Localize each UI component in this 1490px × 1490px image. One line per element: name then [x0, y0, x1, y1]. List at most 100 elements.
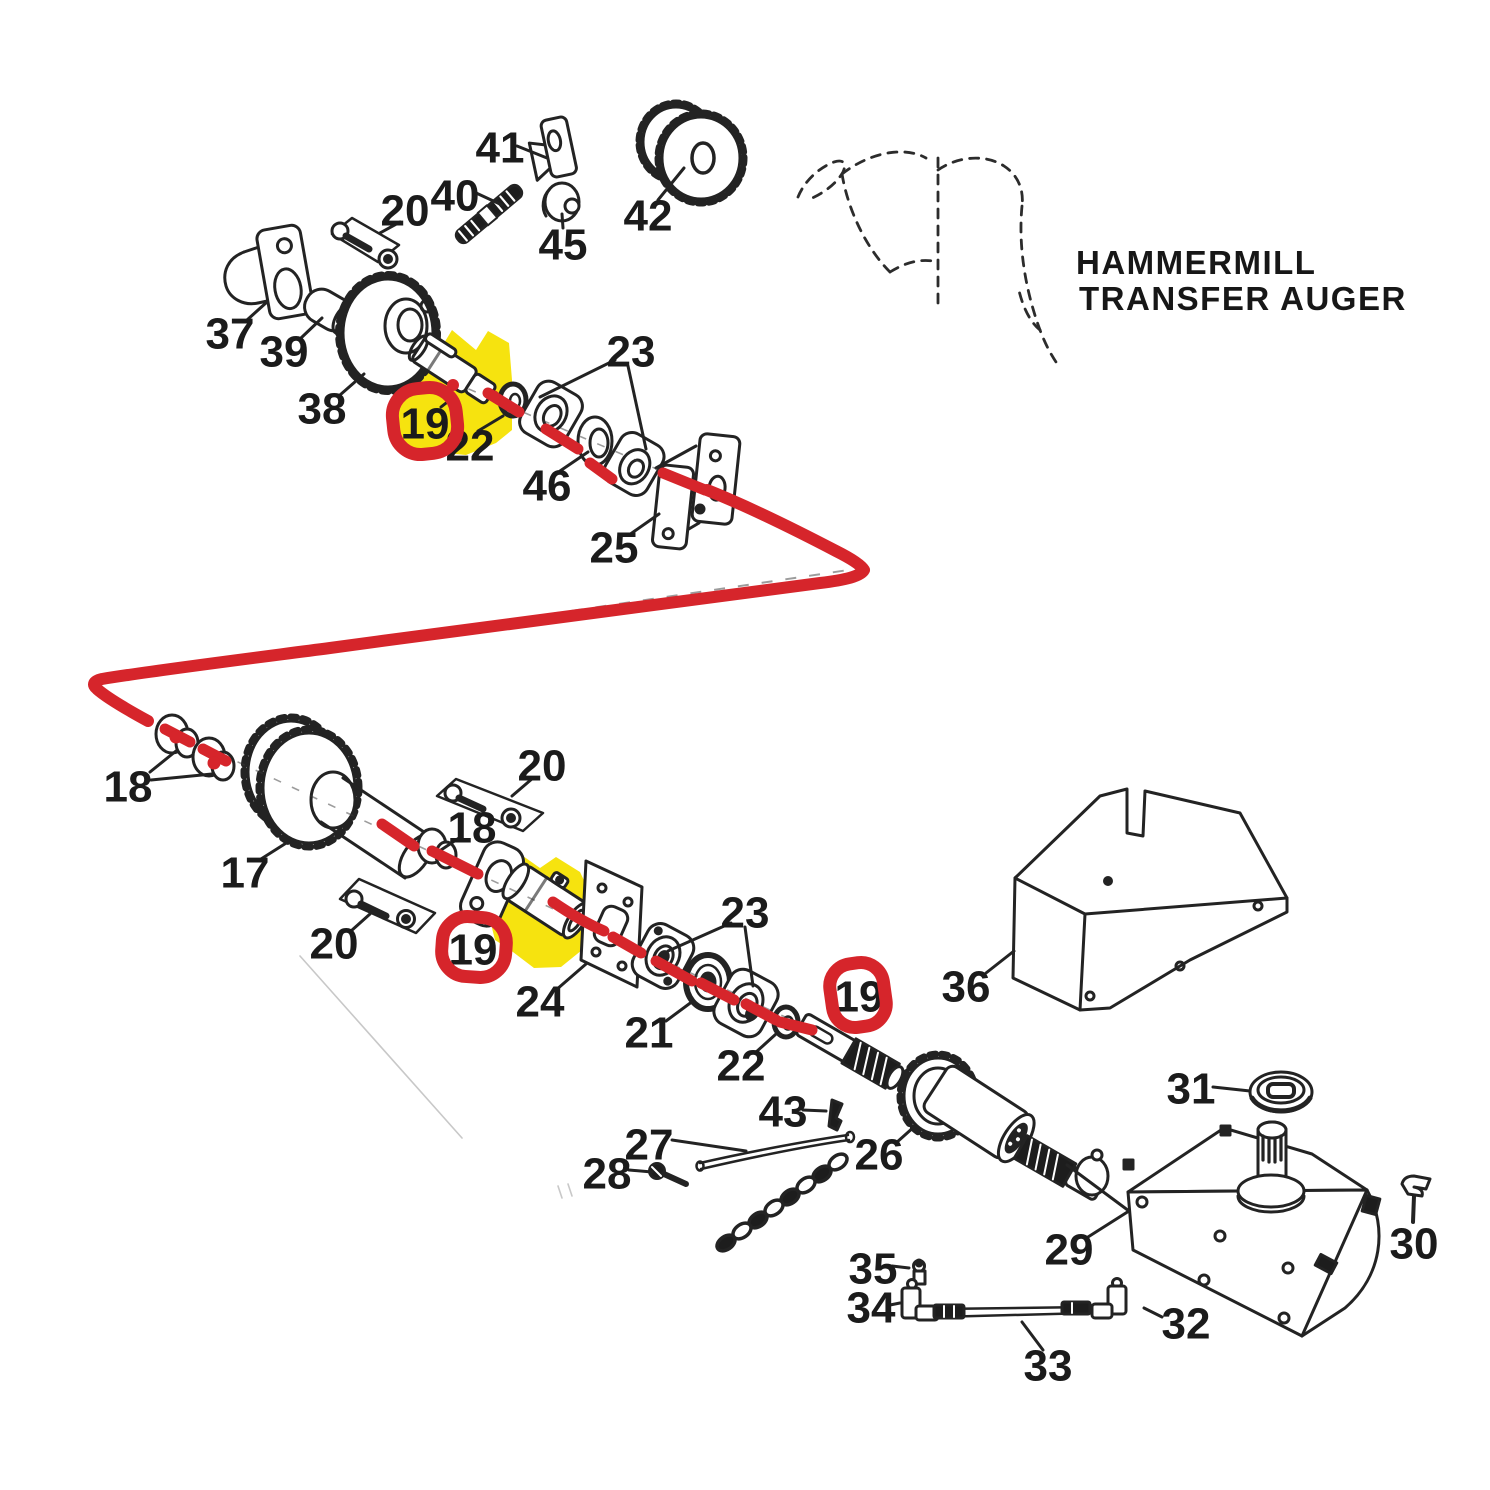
part-label-18: 18	[104, 763, 153, 812]
leader-line-39	[299, 316, 324, 340]
leader-line-38	[338, 372, 366, 397]
part-label-31: 31	[1167, 1065, 1216, 1114]
part-label-36: 36	[942, 963, 991, 1012]
part-33-oil-line	[932, 1300, 1092, 1320]
part-38-sprocket	[335, 271, 441, 395]
part-41-latch	[527, 115, 578, 182]
diagram-title-line1: HAMMERMILL	[1076, 244, 1316, 281]
red-axis-segment-11	[695, 977, 740, 1006]
diagram-title-line2: TRANSFER AUGER	[1079, 280, 1407, 317]
part-29-gearbox	[1074, 1120, 1382, 1338]
part-label-29: 29	[1045, 1226, 1094, 1275]
red-axis-segment-13	[774, 1016, 818, 1036]
red-circle-annotation-3	[823, 955, 893, 1035]
leader-line-23	[626, 364, 648, 451]
red-axis-segment-2	[540, 423, 584, 455]
red-dot-4	[207, 756, 221, 770]
red-dot-1	[447, 379, 459, 391]
part-label-30: 30	[1390, 1220, 1439, 1269]
red-axis-segment-6	[197, 743, 232, 767]
leader-line-18	[148, 749, 178, 774]
part-label-27: 27	[625, 1121, 674, 1170]
leader-line-36	[984, 949, 1016, 975]
part-label-20: 20	[381, 187, 430, 236]
leader-line-34	[888, 1301, 902, 1307]
part-32-elbow	[1090, 1277, 1128, 1320]
part-label-19-circled: 19	[401, 400, 450, 449]
part-46-bearing-ring	[576, 415, 614, 467]
leader-line-23	[538, 358, 617, 399]
red-marker-path-2	[547, 896, 610, 937]
part-label-25: 25	[590, 524, 639, 573]
part-label-35: 35	[849, 1245, 898, 1294]
part-label-40: 40	[431, 172, 480, 221]
red-circle-annotation-1	[385, 380, 465, 462]
part-37-bearing-plate	[223, 223, 315, 321]
leader-line-35	[890, 1264, 911, 1270]
leader-line-20	[510, 776, 535, 798]
leader-line-33	[1020, 1320, 1045, 1352]
leader-line-23	[666, 921, 733, 953]
leader-line-24	[554, 962, 588, 992]
part-label-18: 18	[448, 804, 497, 853]
red-axis-segment-8	[426, 845, 484, 880]
part-23-flange-bearing-b	[602, 431, 666, 497]
red-axis-segment-9	[607, 931, 647, 959]
red-axis-segment-7	[376, 818, 420, 852]
leader-line-20	[349, 912, 372, 933]
part-label-22: 22	[717, 1042, 766, 1091]
part-label-23: 23	[607, 328, 656, 377]
leader-line-29	[1086, 1209, 1131, 1239]
part-label-42: 42	[624, 192, 673, 241]
drive-chain	[715, 1152, 849, 1253]
scan-scratch-marks	[299, 955, 573, 1199]
part-label-23: 23	[721, 889, 770, 938]
leader-line-25	[627, 512, 661, 537]
leader-line-17	[259, 838, 293, 861]
part-label-32: 32	[1162, 1300, 1211, 1349]
leader-lines-layer	[148, 144, 1252, 1352]
leader-line-41	[515, 144, 549, 160]
part-label-26: 26	[855, 1131, 904, 1180]
part-19-stub-shaft-top	[407, 332, 497, 405]
leader-line-26	[894, 1124, 917, 1145]
part-label-21: 21	[625, 1009, 674, 1058]
leader-line-22	[753, 1032, 778, 1055]
part-42-double-sprocket	[635, 99, 748, 207]
part-label-43: 43	[759, 1088, 808, 1137]
leader-line-42	[656, 166, 686, 202]
leader-line-37	[245, 300, 269, 322]
part-label-37: 37	[206, 310, 255, 359]
part-label-46: 46	[523, 462, 572, 511]
red-axis-segment-3	[584, 457, 618, 485]
part-label-20: 20	[518, 742, 567, 791]
leader-line-23	[743, 925, 755, 988]
part-label-41: 41	[476, 124, 525, 173]
leader-line-20	[378, 220, 402, 235]
part-43-key	[827, 1098, 844, 1132]
leader-line-28	[627, 1168, 654, 1174]
leader-line-27	[670, 1138, 748, 1153]
leader-line-21	[664, 999, 695, 1023]
leader-line-32	[1142, 1306, 1164, 1319]
part-label-19-circled: 19	[835, 973, 884, 1022]
leader-line-31	[1211, 1085, 1252, 1093]
leader-line-43	[801, 1108, 828, 1113]
part-label-34: 34	[847, 1284, 896, 1333]
part-36-cover	[1011, 787, 1289, 1012]
part-26-sprocket-tube	[896, 1050, 1036, 1164]
leader-line-46	[558, 450, 590, 473]
leader-line-18	[149, 772, 214, 782]
part-31-seal	[1248, 1070, 1314, 1114]
part-label-38: 38	[298, 385, 347, 434]
part-20-bolt-kit-lower	[338, 877, 437, 935]
leader-line-18	[439, 836, 461, 852]
red-marker-path-1	[88, 484, 870, 727]
leader-line-22	[476, 414, 505, 433]
part-label-45: 45	[539, 221, 588, 270]
part-17-drive-sprocket-shaft	[240, 713, 435, 880]
leader-line-45	[560, 212, 565, 230]
